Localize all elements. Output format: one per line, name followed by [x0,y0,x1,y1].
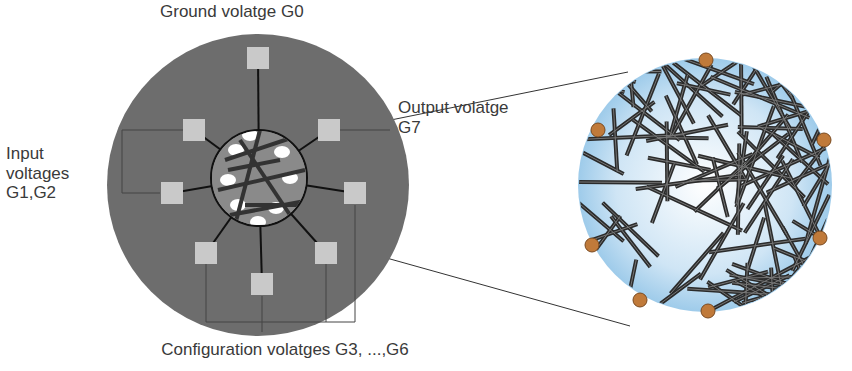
electrode-wires [172,58,355,284]
configuration-label: Configuration volatges G3, ...,G6 [120,340,450,360]
electrode-pad [344,182,366,204]
output-label: Output volatge G7 [398,98,518,137]
electrode-contact [633,293,647,307]
electrode-contact [817,133,831,147]
electrode-pad [315,242,337,264]
electrode-contact [701,304,715,318]
electrode-pad [318,119,340,141]
electrode-pads [161,47,366,295]
device-disc [107,34,409,336]
electrode-contact [585,238,599,252]
electrode-contact [591,123,605,137]
electrode-pad [247,47,269,69]
electrode-pad [161,182,183,204]
electrode-contact [699,53,713,67]
electrode-pad [251,273,273,295]
nanowire-network [205,125,322,235]
ground-label: Ground volatge G0 [160,2,390,22]
electrode-pad [195,242,217,264]
electrode-contact [813,231,827,245]
bracket [122,130,390,332]
nanowire-network [552,24,852,349]
electrode-pad [183,119,205,141]
electrode-contact [585,53,831,318]
input-label: Input voltages G1,G2 [6,144,98,203]
